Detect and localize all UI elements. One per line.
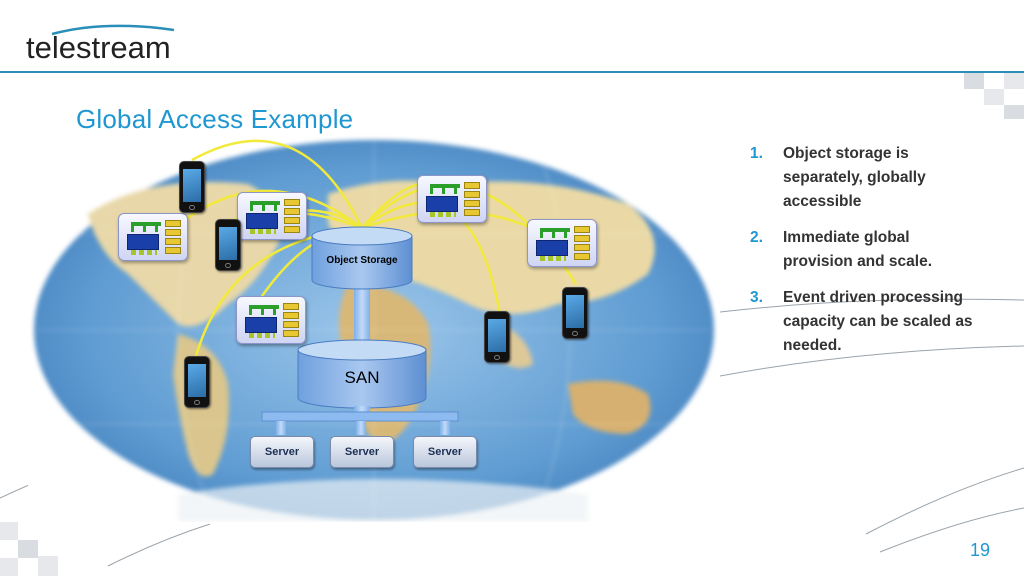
workflow-node-icon — [527, 219, 597, 267]
san-label: SAN — [344, 368, 380, 387]
server-box: Server — [250, 436, 314, 468]
server-box: Server — [330, 436, 394, 468]
list-item-number: 2. — [750, 229, 763, 246]
workflow-node-icon — [237, 192, 307, 240]
list-item-text: Event driven processing capacity can be … — [783, 289, 973, 354]
header-rule — [0, 71, 1024, 73]
object-storage-label: Object Storage — [326, 255, 398, 266]
workflow-node-icon — [236, 296, 306, 344]
list-item: 2. Immediate global provision and scale. — [750, 226, 980, 274]
object-storage-cylinder — [311, 226, 413, 290]
smartphone-icon — [215, 219, 241, 271]
workflow-node-icon — [118, 213, 188, 261]
workflow-node-icon — [417, 175, 487, 223]
list-item-text: Immediate global provision and scale. — [783, 229, 933, 270]
list-item-text: Object storage is separately, globally a… — [783, 145, 926, 210]
list-item-number: 3. — [750, 289, 763, 306]
smartphone-icon — [484, 311, 510, 363]
smartphone-icon — [179, 161, 205, 213]
page-number: 19 — [969, 540, 990, 560]
key-points-list: 1. Object storage is separately, globall… — [750, 142, 980, 370]
storage-connector — [354, 288, 370, 342]
smartphone-icon — [184, 356, 210, 408]
server-box: Server — [413, 436, 477, 468]
list-item: 1. Object storage is separately, globall… — [750, 142, 980, 214]
list-item: 3. Event driven processing capacity can … — [750, 286, 980, 358]
san-cylinder — [297, 339, 427, 409]
list-item-number: 1. — [750, 145, 763, 162]
server-bus — [261, 406, 459, 435]
telestream-logo: telestream — [26, 24, 175, 65]
slide-title: Global Access Example — [76, 104, 354, 134]
smartphone-icon — [562, 287, 588, 339]
logo-text: telestream — [26, 30, 171, 65]
